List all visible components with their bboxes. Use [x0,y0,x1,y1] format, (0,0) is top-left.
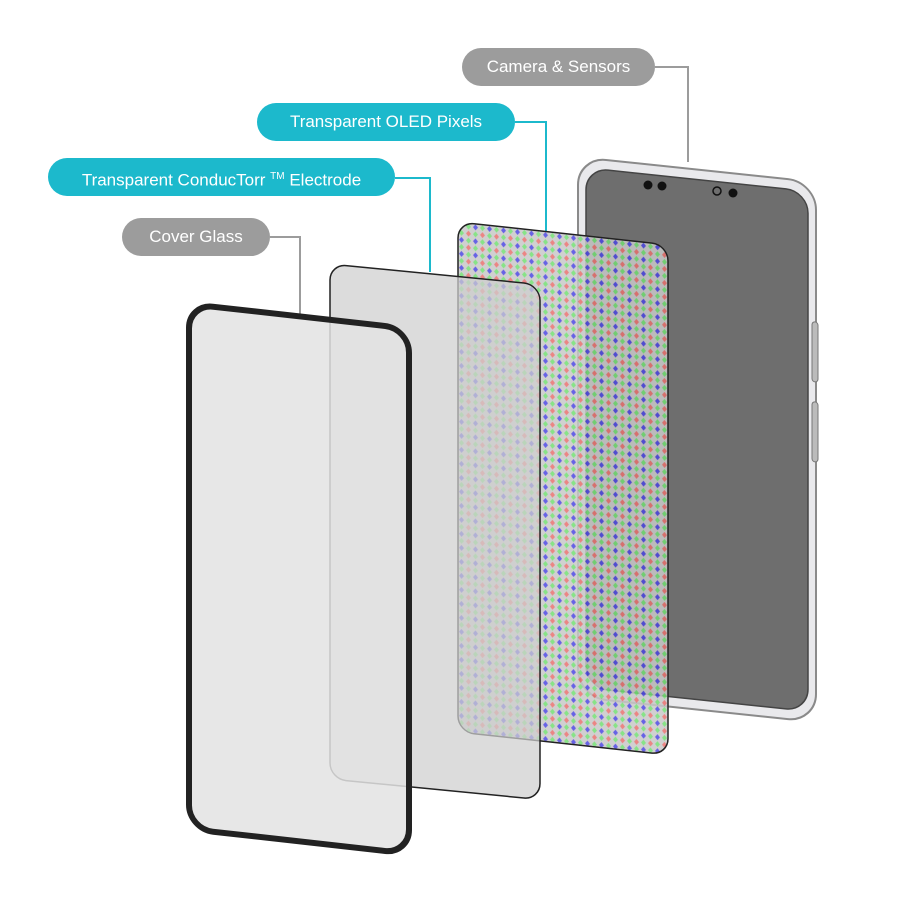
electrode-name: Transparent ConducTorr [81,170,266,190]
label-camera-sensors: Camera & Sensors [462,48,655,86]
camera-sensors [643,180,738,198]
label-transparent-oled-pixels: Transparent OLED Pixels [257,103,515,141]
leader-oled [515,121,547,232]
leader-electrode [395,177,431,272]
electrode-suffix: Electrode [284,170,362,190]
cover-glass-layer [186,303,412,855]
leader-camera [655,66,689,162]
label-cover-glass: Cover Glass [122,218,270,256]
leader-cover [270,236,301,314]
label-transparent-electrode: Transparent ConducTorr TM Electrode [48,158,395,196]
trademark: TM [270,171,285,182]
